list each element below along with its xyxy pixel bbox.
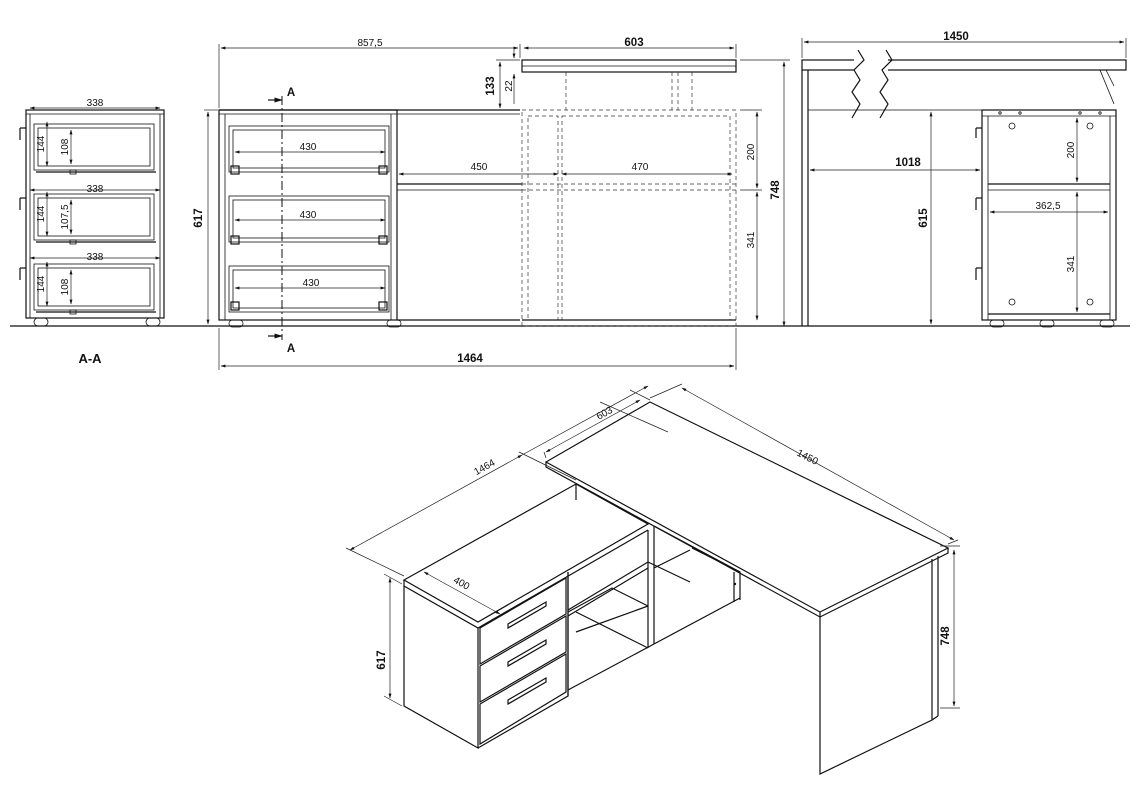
side-shelf-width: 362,5 xyxy=(1035,201,1060,212)
iso-dim-1450: 1450 xyxy=(795,448,820,468)
side-height-615: 615 xyxy=(918,208,930,228)
side-height-341: 341 xyxy=(1066,255,1077,272)
section-inner-height-2: 107,5 xyxy=(60,204,71,229)
side-view: 1450 1018 615 200 341 362,5 xyxy=(801,31,1127,328)
iso-dim-1464: 1464 xyxy=(472,457,497,478)
side-height-200: 200 xyxy=(1066,141,1077,158)
section-mark-bottom: A xyxy=(287,343,295,355)
section-width-3: 338 xyxy=(87,252,104,263)
section-drawer-height-2: 144 xyxy=(36,205,47,222)
section-inner-height-1: 108 xyxy=(60,138,71,155)
side-top-width: 1450 xyxy=(943,31,969,43)
front-drawer-width-2: 430 xyxy=(300,210,317,221)
section-label: A-A xyxy=(78,351,102,366)
iso-dim-400: 400 xyxy=(451,575,471,593)
front-height-22: 22 xyxy=(504,80,515,92)
front-shelf-right: 470 xyxy=(632,162,649,173)
front-drawer-width-1: 430 xyxy=(300,142,317,153)
section-mark-top: A xyxy=(287,87,295,99)
section-drawer-height-1: 144 xyxy=(36,135,47,152)
section-drawer-height-3: 144 xyxy=(36,275,47,292)
front-overall-width: 1464 xyxy=(457,353,483,365)
section-width-1: 338 xyxy=(87,98,104,109)
front-height-133: 133 xyxy=(485,76,497,95)
isometric-view: 1464 603 1450 400 617 748 xyxy=(345,383,960,775)
front-shelf-left: 450 xyxy=(471,162,488,173)
front-drawer-width-3: 430 xyxy=(303,278,320,289)
front-view: 430 430 430 A A 450 470 xyxy=(193,37,790,370)
section-width-2: 338 xyxy=(87,184,104,195)
front-top-depth: 603 xyxy=(624,37,643,49)
front-height-748: 748 xyxy=(770,180,782,200)
section-inner-height-3: 108 xyxy=(60,278,71,295)
section-view-a-a: 338 338 338 144 144 144 108 107,5 108 A-… xyxy=(19,98,165,366)
side-depth-1018: 1018 xyxy=(895,157,921,169)
iso-dim-617: 617 xyxy=(376,650,388,669)
front-width-upper: 857,5 xyxy=(357,38,382,49)
front-height-200: 200 xyxy=(746,143,757,160)
front-height-341: 341 xyxy=(746,231,757,248)
iso-dim-748: 748 xyxy=(940,626,952,646)
front-height-617: 617 xyxy=(193,208,205,227)
